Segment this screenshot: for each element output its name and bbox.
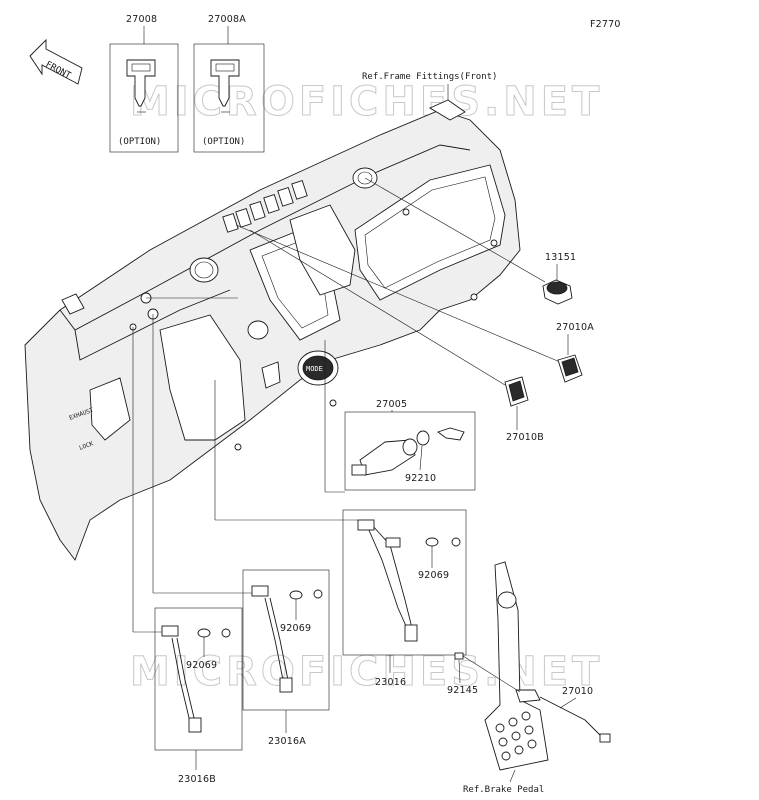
key-option-note: (OPTION) <box>118 137 161 147</box>
clip-92145 <box>454 652 521 693</box>
switch-socket-row <box>222 179 308 233</box>
brake-pedal <box>484 561 549 771</box>
key-box-27008A <box>193 43 265 153</box>
mode-knob-label: MODE <box>306 365 323 373</box>
part-no-27005: 27005 <box>376 399 407 410</box>
switch-27010A <box>557 354 583 383</box>
ref-brake-pedal: Ref.Brake Pedal <box>463 785 544 795</box>
part-no-23016B: 23016B <box>178 774 216 785</box>
ref-frame-fittings: Ref.Frame Fittings(Front) <box>362 72 497 82</box>
part-no-27010A: 27010A <box>556 322 594 333</box>
diagram-code: F2770 <box>590 19 621 30</box>
part-no-92069-a: 92069 <box>418 570 449 581</box>
part-no-13151: 13151 <box>545 252 576 263</box>
front-arrow-icon: FRONT <box>29 38 83 85</box>
part-no-23016A: 23016A <box>268 736 306 747</box>
brake-switch-27010 <box>515 689 611 743</box>
side-mark-bottom: LOCK <box>78 440 94 452</box>
key-option-note: (OPTION) <box>202 137 245 147</box>
harness-box-23016B <box>154 607 243 751</box>
harness-box-23016A <box>242 569 330 711</box>
part-no-27008: 27008 <box>126 14 157 25</box>
watermark-top: MICROFICHES.NET <box>130 79 603 125</box>
part-no-27010: 27010 <box>562 686 593 697</box>
watermark-bottom: MICROFICHES.NET <box>130 649 603 695</box>
ignition-hole <box>247 320 269 340</box>
part-no-92069-c: 92069 <box>186 660 217 671</box>
part-no-27008A: 27008A <box>208 14 246 25</box>
harness-box-23016 <box>342 509 467 656</box>
part-no-27010B: 27010B <box>506 432 544 443</box>
ignition-switch-box <box>344 411 476 491</box>
part-no-23016: 23016 <box>375 677 406 688</box>
part-no-92210: 92210 <box>405 473 436 484</box>
part-no-92145: 92145 <box>447 685 478 696</box>
dashboard-panel: MODE EXHAUST LOCK <box>24 99 521 561</box>
switch-27010B <box>504 376 529 407</box>
part-no-92069-b: 92069 <box>280 623 311 634</box>
power-socket-13151 <box>542 279 573 305</box>
